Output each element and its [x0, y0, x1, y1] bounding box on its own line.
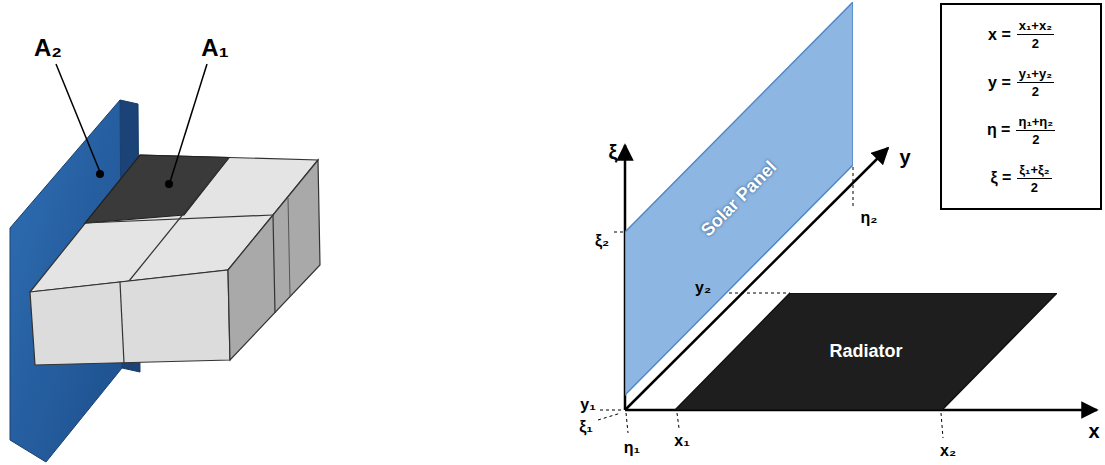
grid-line [273, 215, 275, 313]
guide-line [614, 232, 625, 233]
guide-line [717, 293, 790, 294]
formula-box: x =x₁+x₂2y =y₁+y₂2η =η₁+η₂2ξ =ξ₁+ξ₂2 [940, 3, 1102, 210]
grid-line [120, 282, 124, 363]
dimension-label: ξ₁ [579, 419, 593, 435]
leader-dot [165, 180, 173, 188]
box-side [228, 160, 320, 360]
dimension-label: y₂ [695, 280, 711, 296]
box-front [30, 270, 230, 365]
formula-row: η = η₁+η₂2 [987, 114, 1055, 147]
formula-lhs: η = [987, 121, 1011, 139]
fraction-denominator: 2 [1031, 179, 1038, 195]
fraction-numerator: η₁+η₂ [1016, 114, 1055, 131]
dimension-label: η₁ [624, 440, 640, 456]
satellite-figure [10, 64, 320, 462]
formula-row: x = x₁+x₂2 [988, 18, 1054, 51]
fraction: η₁+η₂2 [1016, 114, 1055, 147]
fraction: ξ₁+ξ₂2 [1017, 162, 1051, 195]
dimension-label: η₂ [861, 210, 878, 226]
leader-dot [96, 170, 104, 178]
radiator-patch [85, 155, 229, 223]
guide-line [853, 167, 854, 206]
radiator-panel: Radiator [675, 293, 1057, 410]
fraction: y₁+y₂2 [1017, 66, 1054, 99]
grid-line [129, 158, 229, 282]
axis-label: y [899, 147, 910, 167]
part-label: A₁ [201, 36, 228, 60]
formula-lhs: ξ = [990, 169, 1011, 187]
fraction: x₁+x₂2 [1017, 18, 1054, 51]
guide-line [600, 410, 622, 411]
dimension-label: x₂ [940, 443, 956, 459]
axis-label: x [1088, 421, 1099, 441]
dimension-label: x₁ [674, 433, 690, 449]
fraction-numerator: x₁+x₂ [1017, 18, 1054, 35]
formula-lhs: y = [988, 74, 1011, 92]
grid-line [288, 198, 290, 296]
guide-line [941, 413, 943, 438]
panel-title: Radiator [829, 341, 902, 362]
formula-row: ξ = ξ₁+ξ₂2 [990, 162, 1051, 195]
fraction-denominator: 2 [1032, 131, 1039, 147]
leader-line [56, 64, 100, 172]
fraction-denominator: 2 [1032, 35, 1039, 51]
leader-line [170, 64, 207, 182]
radiator-panel-shape [675, 293, 1057, 410]
dimension-label: ξ₂ [595, 233, 609, 249]
dimension-label: y₁ [580, 397, 596, 413]
formula-lhs: x = [988, 26, 1011, 44]
guide-line [626, 413, 628, 433]
fraction-numerator: ξ₁+ξ₂ [1017, 162, 1051, 179]
guide-line [677, 413, 679, 428]
fraction-numerator: y₁+y₂ [1017, 66, 1054, 83]
fraction-denominator: 2 [1032, 83, 1039, 99]
formula-row: y = y₁+y₂2 [988, 66, 1054, 99]
axis-label: ξ [609, 142, 618, 162]
guide-line [598, 413, 621, 420]
part-label: A₂ [34, 36, 62, 60]
